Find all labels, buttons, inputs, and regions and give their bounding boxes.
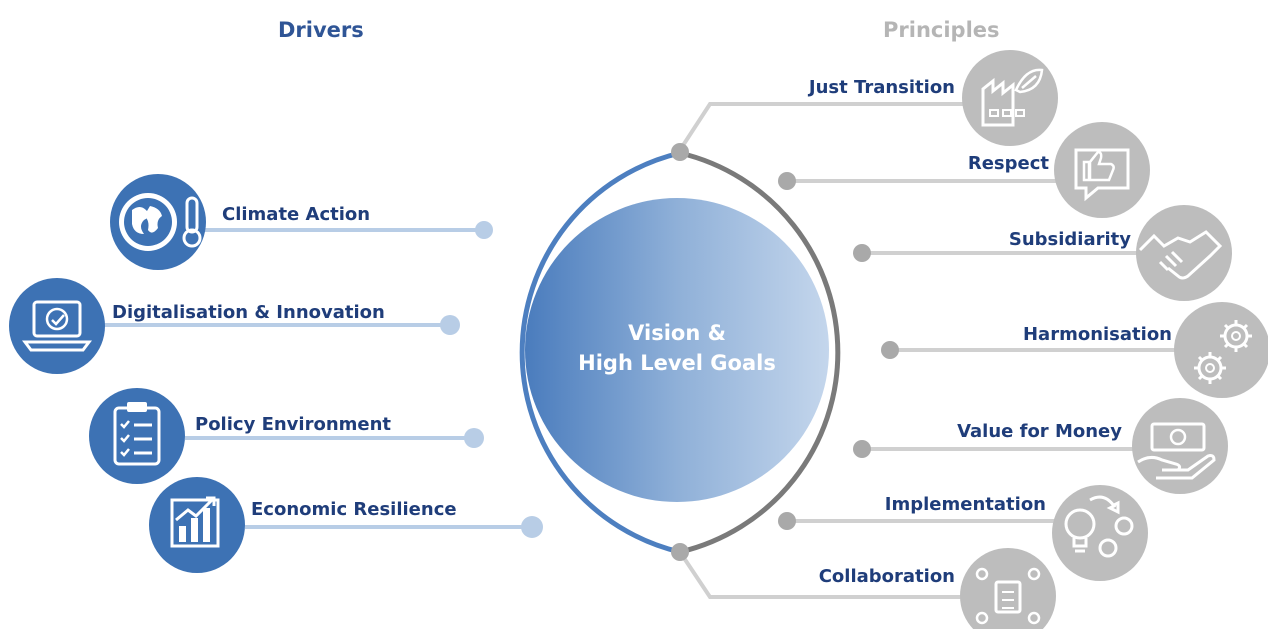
- driver-dot-digital: [440, 315, 460, 335]
- driver-label-economic-resilience: Economic Resilience: [251, 499, 457, 520]
- thumbs-up-icon: [1054, 122, 1150, 218]
- team-document-icon: [960, 548, 1056, 629]
- principle-connectors: [678, 102, 1180, 599]
- principle-connector-collaboration: [678, 550, 965, 599]
- clipboard-checklist-icon: [89, 388, 185, 484]
- principle-label-collaboration: Collaboration: [818, 566, 955, 587]
- principle-label-harmonisation: Harmonisation: [1022, 324, 1172, 345]
- drivers-header: Drivers: [278, 18, 364, 42]
- principle-dot-subsidiarity: [853, 244, 871, 262]
- laptop-icon: [9, 278, 105, 374]
- driver-label-policy-environment: Policy Environment: [195, 414, 392, 435]
- gears-icon: [1174, 302, 1268, 398]
- driver-dot-policy: [464, 428, 484, 448]
- drivers-arc: [519, 150, 681, 555]
- lightbulb-gear-icon: [1052, 485, 1148, 581]
- principle-label-respect: Respect: [967, 153, 1049, 174]
- handshake-icon: [1136, 205, 1232, 301]
- driver-dot-climate: [475, 221, 493, 239]
- center-title: Vision & High Level Goals: [532, 318, 822, 378]
- principles-arc: [679, 150, 841, 555]
- center-title-line2: High Level Goals: [578, 351, 776, 375]
- principle-dots: [671, 143, 899, 561]
- driver-dots: [440, 221, 543, 538]
- principles-header: Principles: [883, 18, 1000, 42]
- principle-dot-just: [671, 143, 689, 161]
- principle-dot-respect: [778, 172, 796, 190]
- driver-label-climate-action: Climate Action: [222, 204, 371, 225]
- driver-label-digitalisation: Digitalisation & Innovation: [112, 302, 385, 323]
- principle-label-subsidiarity: Subsidiarity: [1008, 229, 1131, 250]
- driver-connectors: [100, 228, 532, 529]
- principle-connector-just: [678, 102, 965, 152]
- money-hand-icon: [1132, 398, 1228, 494]
- principle-dot-collaboration: [671, 543, 689, 561]
- factory-leaf-icon: [962, 50, 1058, 146]
- principle-label-implementation: Implementation: [884, 494, 1046, 515]
- principle-dot-value: [853, 440, 871, 458]
- principle-label-just-transition: Just Transition: [808, 77, 955, 98]
- center-circle: [525, 198, 829, 502]
- globe-thermometer-icon: [110, 174, 206, 270]
- center-title-line1: Vision &: [628, 321, 726, 345]
- driver-dot-economic: [521, 516, 543, 538]
- bar-chart-growth-icon: [149, 477, 245, 573]
- principle-dot-implementation: [778, 512, 796, 530]
- principle-dot-harmonisation: [881, 341, 899, 359]
- principle-label-value-for-money: Value for Money: [957, 421, 1122, 442]
